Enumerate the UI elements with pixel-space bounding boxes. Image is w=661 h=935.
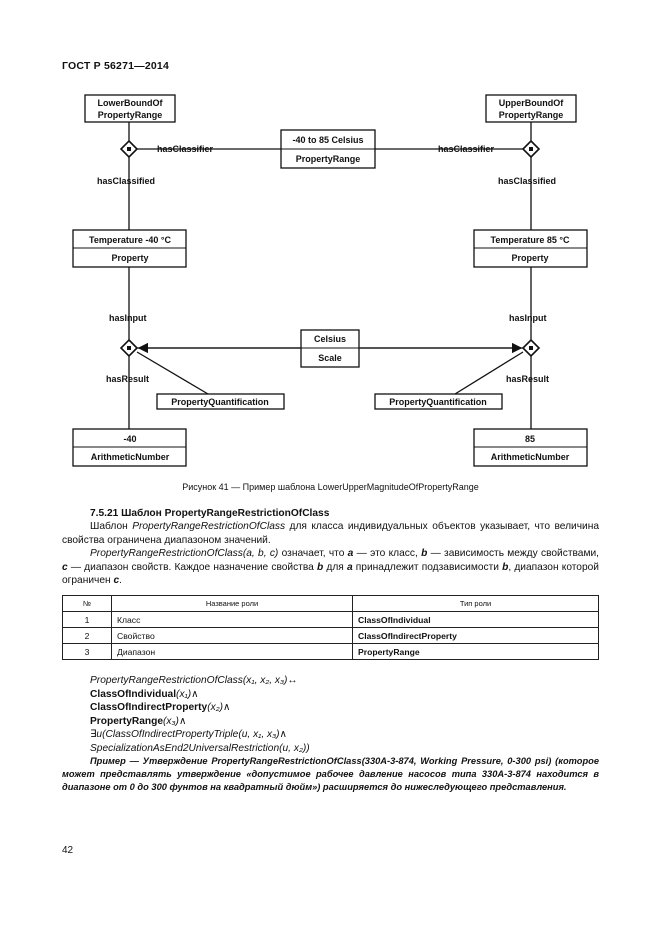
svg-text:UpperBoundOf: UpperBoundOf (499, 98, 564, 108)
relationship-node-mid-left (119, 338, 139, 358)
label-has-result-left: hasResult (106, 374, 149, 384)
upper-bound-box: UpperBoundOf PropertyRange (485, 94, 577, 123)
formula-line: ∃u(ClassOfIndirectPropertyTriple(u, x₁, … (90, 729, 288, 740)
cell-num: 3 (62, 643, 112, 660)
svg-text:Temperature -40 °C: Temperature -40 °C (89, 235, 171, 245)
property-range-box: -40 to 85 Celsius PropertyRange (280, 129, 376, 169)
label-has-classifier-right: hasClassifier (438, 144, 495, 154)
figure-caption: Рисунок 41 — Пример шаблона LowerUpperMa… (182, 482, 479, 492)
property-box-right: Temperature 85 °C Property (473, 229, 588, 268)
table-header-row: № Название роли Тип роли (62, 595, 599, 612)
svg-text:LowerBoundOf: LowerBoundOf (98, 98, 164, 108)
col-header-role-type: Тип роли (352, 595, 599, 612)
svg-text:85: 85 (525, 434, 535, 444)
svg-text:Property: Property (111, 253, 148, 263)
paragraph-definition: PropertyRangeRestrictionOfClass(a, b, c)… (62, 548, 599, 586)
cell-role-name: Диапазон (111, 643, 353, 660)
label-has-input-right: hasInput (509, 313, 547, 323)
table-row: 2 Свойство ClassOfIndirectProperty (62, 627, 599, 644)
svg-text:Celsius: Celsius (314, 334, 346, 344)
quantification-box-right: PropertyQuantification (374, 393, 503, 410)
formula-line: ClassOfIndirectProperty(x₂)∧ (90, 702, 231, 713)
property-box-left: Temperature -40 °C Property (72, 229, 187, 268)
section-title: 7.5.21 Шаблон PropertyRangeRestrictionOf… (90, 508, 330, 519)
template-diagram: LowerBoundOf PropertyRange UpperBoundOf … (72, 94, 588, 467)
page-number: 42 (62, 845, 74, 856)
number-box-right: 85 ArithmeticNumber (473, 428, 588, 467)
cell-num: 2 (62, 627, 112, 644)
cell-role-type: ClassOfIndirectProperty (352, 627, 599, 644)
label-has-result-right: hasResult (506, 374, 549, 384)
formula-line: ClassOfIndividual(x₁)∧ (90, 688, 199, 700)
scale-box: Celsius Scale (300, 329, 360, 368)
svg-text:PropertyQuantification: PropertyQuantification (389, 397, 487, 407)
table-row: 1 Класс ClassOfIndividual (62, 611, 599, 628)
svg-text:ArithmeticNumber: ArithmeticNumber (91, 452, 170, 462)
svg-text:PropertyRange: PropertyRange (98, 110, 163, 120)
relationship-node-top-left (119, 139, 139, 159)
formula-line: PropertyRange(x₃)∧ (90, 715, 187, 727)
cell-role-name: Класс (111, 611, 353, 628)
svg-text:Scale: Scale (318, 353, 342, 363)
formula-line: PropertyRangeRestrictionOfClass(x₁, x₂, … (90, 675, 298, 686)
cell-role-type: PropertyRange (352, 643, 599, 660)
relationship-node-mid-right (521, 338, 541, 358)
paragraph-intro: Шаблон PropertyRangeRestrictionOfClass д… (62, 521, 600, 546)
page-header: ГОСТ Р 56271—2014 (62, 60, 170, 72)
label-has-classifier-left: hasClassifier (157, 144, 214, 154)
relationship-node-top-right (521, 139, 541, 159)
label-has-classified-right: hasClassified (498, 176, 556, 186)
label-has-input-left: hasInput (109, 313, 147, 323)
svg-text:ArithmeticNumber: ArithmeticNumber (491, 452, 570, 462)
svg-text:-40 to 85 Celsius: -40 to 85 Celsius (292, 135, 363, 145)
svg-text:PropertyRange: PropertyRange (499, 110, 564, 120)
roles-table: № Название роли Тип роли 1 Класс ClassOf… (62, 595, 599, 660)
cell-role-name: Свойство (111, 627, 353, 644)
label-has-classified-left: hasClassified (97, 176, 155, 186)
cell-role-type: ClassOfIndividual (352, 611, 599, 628)
col-header-num: № (62, 595, 112, 612)
formula-line: SpecializationAsEnd2UniversalRestriction… (90, 742, 310, 754)
svg-text:PropertyRange: PropertyRange (296, 154, 361, 164)
number-box-left: -40 ArithmeticNumber (72, 428, 187, 467)
cell-num: 1 (62, 611, 112, 628)
table-row: 3 Диапазон PropertyRange (62, 643, 599, 660)
example-note: Пример — Утверждение PropertyRangeRestri… (62, 756, 599, 793)
svg-text:Temperature 85 °C: Temperature 85 °C (491, 235, 570, 245)
svg-text:Property: Property (511, 253, 548, 263)
svg-text:PropertyQuantification: PropertyQuantification (171, 397, 269, 407)
quantification-box-left: PropertyQuantification (156, 393, 285, 410)
col-header-role-name: Название роли (111, 595, 353, 612)
lower-bound-box: LowerBoundOf PropertyRange (84, 94, 176, 123)
svg-text:-40: -40 (123, 434, 136, 444)
formula-block: PropertyRangeRestrictionOfClass(x₁, x₂, … (90, 674, 310, 755)
